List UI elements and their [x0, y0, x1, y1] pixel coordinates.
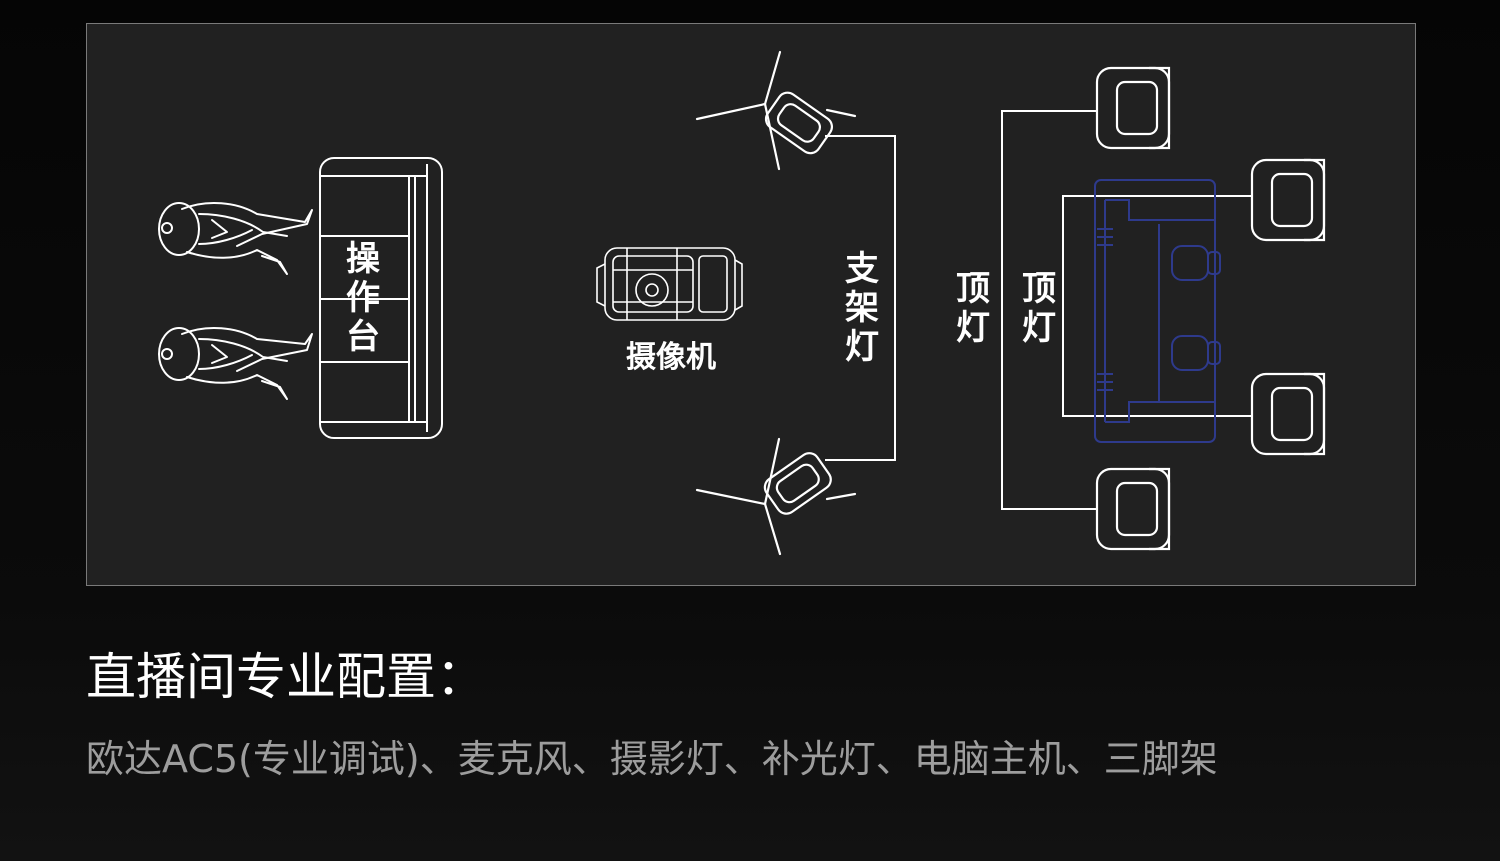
- softbox-light-icon-upper: [695, 50, 857, 171]
- ceiling-light-icon-4: [1095, 467, 1171, 551]
- studio-layout-diagram: 操作台 摄像机: [86, 23, 1416, 586]
- top-light-inner-connector: [1062, 195, 1252, 417]
- top-light-outer-connector: [1001, 110, 1097, 510]
- camera-label: 摄像机: [626, 340, 716, 375]
- stand-light-label: 支架灯: [845, 249, 879, 367]
- chair-icon-2: [1171, 335, 1221, 371]
- softbox-light-icon-lower: [695, 437, 857, 556]
- ceiling-light-icon-2: [1250, 158, 1326, 242]
- top-light-outer-label: 顶灯: [956, 269, 990, 348]
- ceiling-light-icon-3: [1250, 372, 1326, 456]
- diagram-canvas: 操作台 摄像机: [158, 50, 1326, 556]
- console-label: 操作台: [346, 239, 380, 357]
- camcorder-icon: [596, 247, 743, 321]
- stage-area: [1094, 179, 1216, 443]
- section-heading: 直播间专业配置：: [86, 648, 486, 706]
- stand-light-connector: [825, 135, 896, 461]
- equipment-list: 欧达AC5(专业调试)、麦克风、摄影灯、补光灯、电脑主机、三脚架: [86, 737, 1218, 781]
- operator-icon-1: [158, 202, 313, 275]
- console-desk-icon: [319, 157, 443, 439]
- top-light-inner-label: 顶灯: [1022, 269, 1056, 348]
- chair-icon-1: [1171, 245, 1221, 281]
- ceiling-light-icon-1: [1095, 66, 1171, 150]
- operator-icon-2: [158, 327, 313, 400]
